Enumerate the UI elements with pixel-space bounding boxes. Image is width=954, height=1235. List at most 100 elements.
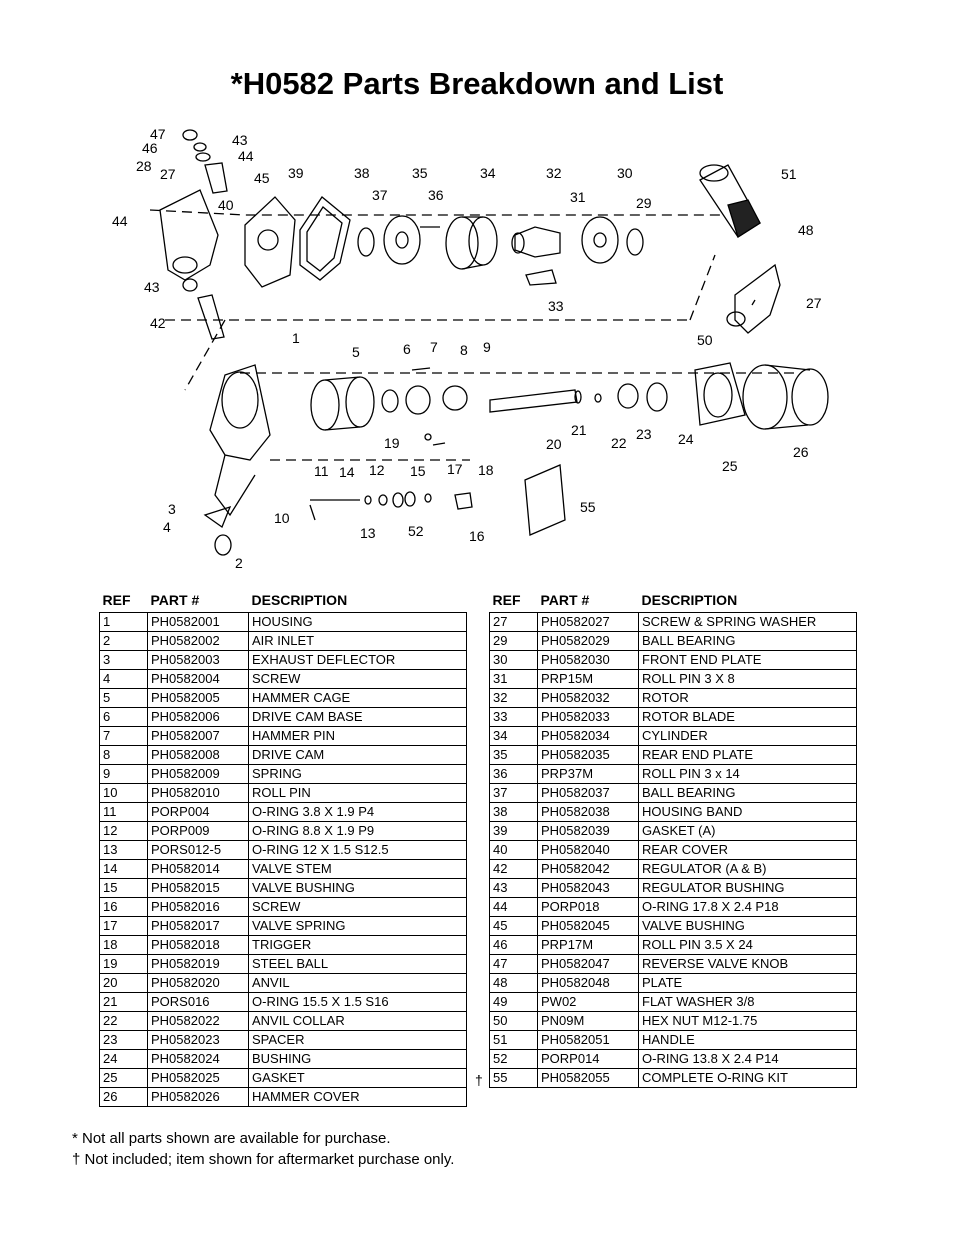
description-cell: DRIVE CAM BASE [248, 707, 467, 727]
callout-label: 47 [150, 126, 166, 142]
callout-label: 16 [469, 528, 485, 544]
part-number-cell: PORS012-5 [147, 840, 249, 860]
ref-cell: 35 [489, 745, 538, 765]
callout-label: 1 [292, 330, 300, 346]
description-cell: VALVE SPRING [248, 916, 467, 936]
description-cell: O-RING 17.8 X 2.4 P18 [638, 897, 857, 917]
page-title: *H0582 Parts Breakdown and List [230, 66, 724, 101]
callout-label: 21 [571, 422, 587, 438]
description-cell: STEEL BALL [248, 954, 467, 974]
part-number-cell: PH0582047 [537, 954, 639, 974]
callout-label: 23 [636, 426, 652, 442]
part-number-cell: PH0582035 [537, 745, 639, 765]
part-number-cell: PH0582017 [147, 916, 249, 936]
callout-label: 43 [232, 132, 248, 148]
callout-label: 20 [546, 436, 562, 452]
callout-label: 43 [144, 279, 160, 295]
description-cell: EXHAUST DEFLECTOR [248, 650, 467, 670]
description-cell: AIR INLET [248, 631, 467, 651]
description-cell: O-RING 3.8 X 1.9 P4 [248, 802, 467, 822]
ref-cell: 34 [489, 726, 538, 746]
ref-cell: 2 [99, 631, 148, 651]
part-number-cell: PH0582027 [537, 612, 639, 632]
ref-cell: 22 [99, 1011, 148, 1031]
ref-cell: 27 [489, 612, 538, 632]
part-number-cell: PH0582038 [537, 802, 639, 822]
part-number-cell: PRP37M [537, 764, 639, 784]
ref-cell: 40 [489, 840, 538, 860]
ref-cell: 52 [489, 1049, 538, 1069]
callout-label: 4 [163, 519, 171, 535]
ref-cell: 55 [489, 1068, 538, 1088]
description-cell: REGULATOR (A & B) [638, 859, 857, 879]
part-number-cell: PH0582019 [147, 954, 249, 974]
callout-label: 42 [150, 315, 166, 331]
description-cell: O-RING 13.8 X 2.4 P14 [638, 1049, 857, 1069]
part-number-cell: PORP018 [537, 897, 639, 917]
description-cell: SPACER [248, 1030, 467, 1050]
description-cell: O-RING 12 X 1.5 S12.5 [248, 840, 467, 860]
part-number-cell: PH0582002 [147, 631, 249, 651]
description-cell: SCREW & SPRING WASHER [638, 612, 857, 632]
description-cell: SCREW [248, 897, 467, 917]
callout-label: 8 [460, 342, 468, 358]
part-number-cell: PH0582026 [147, 1087, 249, 1107]
callout-label: 38 [354, 165, 370, 181]
part-number-cell: PH0582032 [537, 688, 639, 708]
ref-cell: 44 [489, 897, 538, 917]
callout-label: 12 [369, 462, 385, 478]
description-cell: DRIVE CAM [248, 745, 467, 765]
part-number-cell: PH0582008 [147, 745, 249, 765]
ref-cell: 36 [489, 764, 538, 784]
callout-label: 45 [254, 170, 270, 186]
description-column-header: DESCRIPTION [641, 592, 738, 608]
description-cell: VALVE STEM [248, 859, 467, 879]
ref-cell: 23 [99, 1030, 148, 1050]
ref-cell: 17 [99, 916, 148, 936]
footnote: † Not included; item shown for aftermark… [72, 1151, 455, 1168]
ref-cell: 43 [489, 878, 538, 898]
description-cell: TRIGGER [248, 935, 467, 955]
callout-label: 30 [617, 165, 633, 181]
part-number-cell: PORP004 [147, 802, 249, 822]
description-cell: PLATE [638, 973, 857, 993]
description-cell: REVERSE VALVE KNOB [638, 954, 857, 974]
ref-cell: 39 [489, 821, 538, 841]
part-number-cell: PH0582029 [537, 631, 639, 651]
callout-label: 19 [384, 435, 400, 451]
description-column-header: DESCRIPTION [251, 592, 348, 608]
ref-cell: 29 [489, 631, 538, 651]
callout-label: 51 [781, 166, 797, 182]
ref-cell: 13 [99, 840, 148, 860]
part-number-cell: PH0582010 [147, 783, 249, 803]
ref-cell: 26 [99, 1087, 148, 1107]
callout-label: 29 [636, 195, 652, 211]
description-cell: ROLL PIN 3.5 X 24 [638, 935, 857, 955]
description-cell: BALL BEARING [638, 631, 857, 651]
